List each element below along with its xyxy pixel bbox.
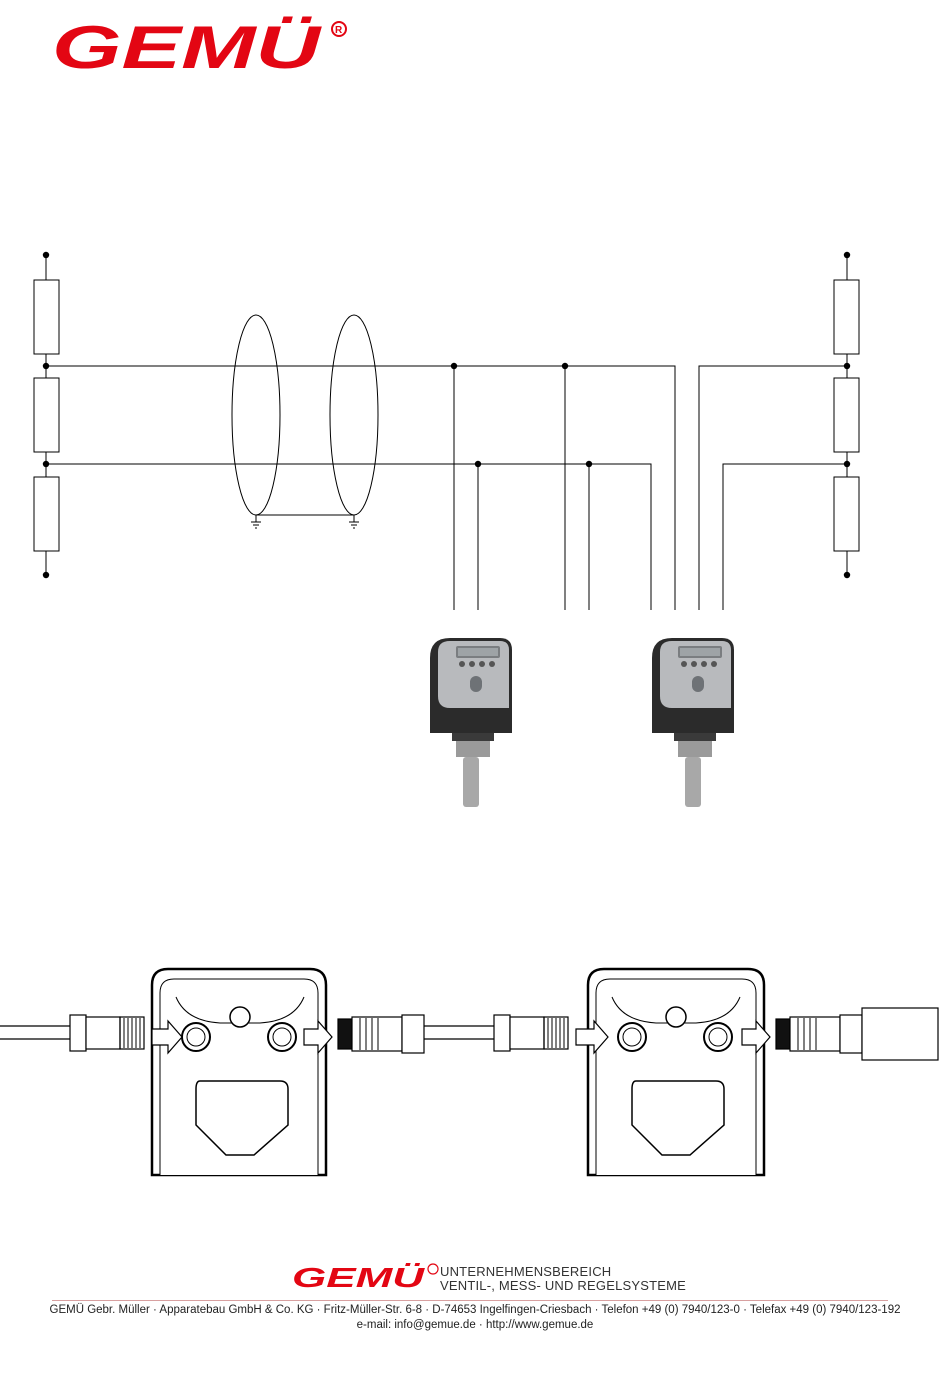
svg-text:R: R [335, 25, 343, 36]
right-resistor-top [834, 280, 859, 354]
svg-text:GEMÜ: GEMÜ [292, 1262, 425, 1292]
bus-line-b [46, 464, 651, 610]
ground-icon [251, 522, 261, 528]
footer-divider [52, 1300, 888, 1301]
cable-shield-right [330, 315, 378, 515]
plug-connector [86, 1017, 120, 1049]
left-resistor-top [34, 280, 59, 354]
left-resistor-middle [34, 378, 59, 452]
bus-line-a [46, 366, 675, 610]
right-resistor-bottom [834, 477, 859, 551]
bus-wiring-diagram [0, 230, 950, 820]
footer-division-line1: UNTERNEHMENSBEREICH [440, 1265, 611, 1279]
device-housing-2 [588, 969, 764, 1175]
footer-division-line2: VENTIL-, MESS- UND REGELSYSTEME [440, 1279, 686, 1293]
sensor-device-2 [652, 638, 734, 807]
sensor-device-1 [430, 638, 512, 807]
gemue-logo: GEMÜ R [50, 16, 360, 76]
bus-line-a-right [699, 366, 847, 610]
cable-shield-left [232, 315, 280, 515]
device-housing-1 [152, 969, 326, 1175]
left-resistor-bottom [34, 477, 59, 551]
terminating-resistor-plug [862, 1008, 938, 1060]
cable-nut [70, 1015, 86, 1051]
ground-icon [349, 522, 359, 528]
footer-contact-info: e-mail: info@gemue.de · http://www.gemue… [0, 1319, 950, 1331]
connector-chain-diagram [0, 955, 950, 1195]
gemue-footer-logo: GEMÜ [290, 1262, 440, 1292]
bus-line-b-right [723, 464, 847, 610]
right-resistor-middle [834, 378, 859, 452]
plug-connector [510, 1017, 544, 1049]
svg-text:GEMÜ: GEMÜ [52, 16, 322, 76]
footer-company-info: GEMÜ Gebr. Müller · Apparatebau GmbH & C… [0, 1304, 950, 1316]
